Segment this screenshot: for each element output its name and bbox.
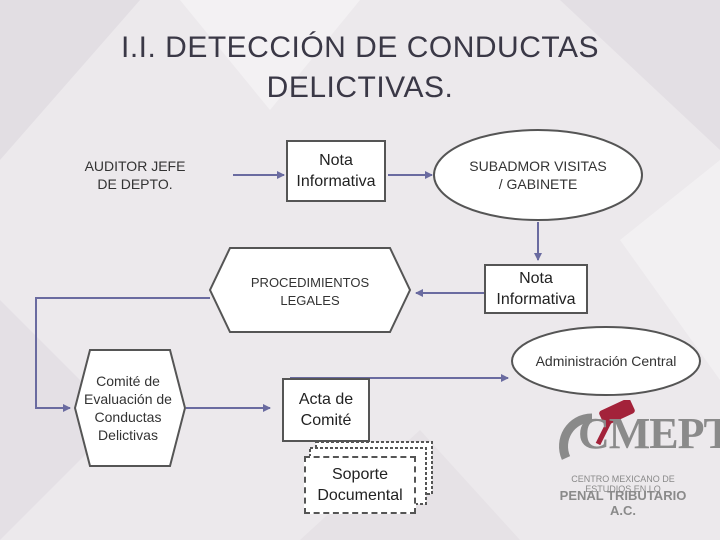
logo-line-2: PENAL TRIBUTARIO A.C. (559, 488, 687, 518)
logo-brand: CMEPT (578, 409, 720, 458)
soporte-documental-label: Soporte Documental (317, 466, 403, 504)
subadmor-label: SUBADMOR VISITAS / GABINETE (469, 158, 607, 192)
comite-label: Comité de Evaluación de Conductas Delict… (84, 373, 172, 443)
auditor-label: AUDITOR JEFE DE DEPTO. (84, 158, 186, 192)
administracion-label: Administración Central (535, 353, 677, 369)
title-line-2: DELICTIVAS. (266, 71, 454, 104)
nota-informativa-2-label: Nota Informativa (496, 270, 576, 308)
arrow-procedimientos-to-comite (35, 297, 210, 412)
acta-comite-label: Acta de Comité (298, 391, 354, 429)
subadmor-node: SUBADMOR VISITAS / GABINETE (468, 145, 608, 205)
comite-shape (73, 349, 187, 467)
logo-line-1: CENTRO MEXICANO DE ESTUDIOS EN LO (571, 474, 675, 494)
administracion-shape (511, 326, 701, 396)
page-title: I.I. DETECCIÓN DE CONDUCTAS DELICTIVAS. (60, 28, 660, 108)
nota-informativa-1-label: Nota Informativa (296, 152, 376, 190)
soporte-documental-node: Soporte Documental (304, 456, 416, 514)
acta-comite-node: Acta de Comité (282, 378, 370, 442)
subadmor-shape (433, 129, 643, 221)
nota-informativa-2-node: Nota Informativa (484, 264, 588, 314)
nota-informativa-1-node: Nota Informativa (286, 140, 386, 202)
cmept-logo: CMEPT CENTRO MEXICANO DE ESTUDIOS EN LO … (548, 400, 720, 518)
auditor-shape (70, 135, 200, 215)
procedimientos-node: PROCEDIMIENTOS LEGALES (222, 270, 398, 314)
title-line-1: I.I. DETECCIÓN DE CONDUCTAS (121, 31, 599, 64)
procedimientos-shape (208, 247, 412, 333)
procedimientos-label: PROCEDIMIENTOS LEGALES (250, 275, 370, 308)
comite-node: Comité de Evaluación de Conductas Delict… (80, 356, 176, 460)
gavel-icon (559, 400, 635, 460)
administracion-node: Administración Central (530, 341, 682, 381)
auditor-node: AUDITOR JEFE DE DEPTO. (80, 145, 190, 205)
